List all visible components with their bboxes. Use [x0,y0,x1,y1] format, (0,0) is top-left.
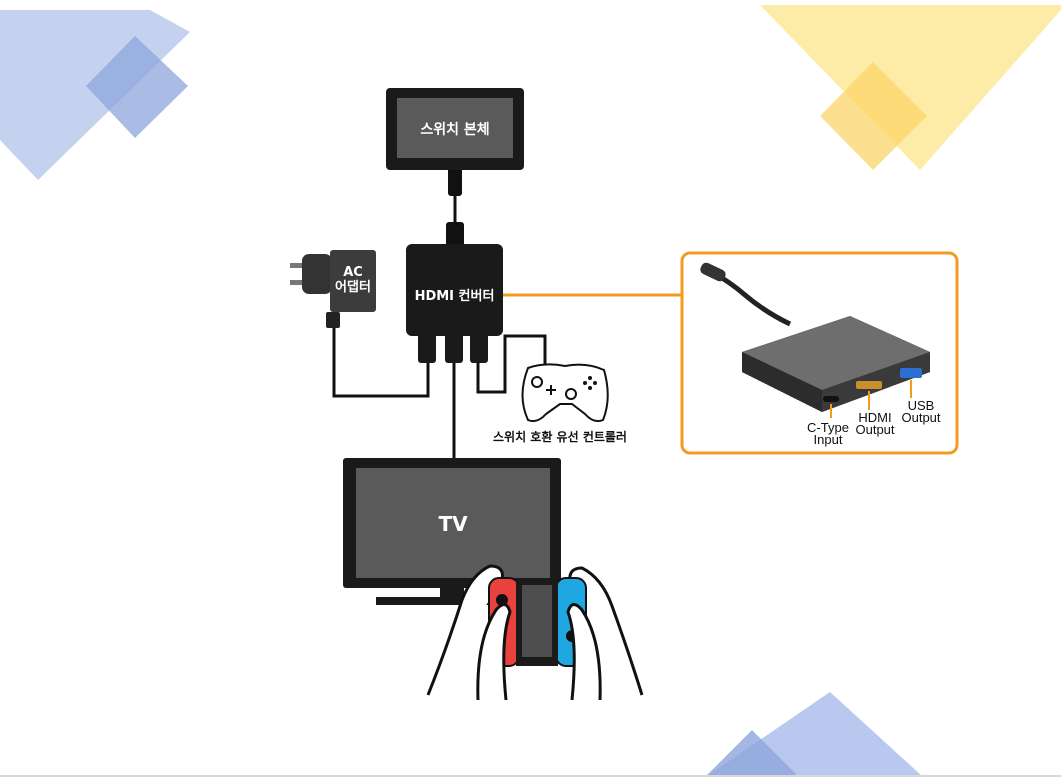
switch-body-label: 스위치 본체 [420,122,490,138]
ac-adapter-label: AC 어댑터 [330,265,376,295]
decor-top-left [0,10,190,180]
usb-output-label: USB Output [896,398,946,425]
ac-adapter-label-line1: AC [343,265,363,280]
hdmi-output-label: HDMI Output [850,410,900,437]
hdmi-line1: HDMI [858,410,892,425]
ac-adapter-label-line2: 어댑터 [335,280,371,295]
usb-line1: USB [907,398,935,413]
switch-handheld [426,564,644,701]
c-type-input-label: C-Type Input [800,420,856,447]
c-type-line2: Input [813,432,843,447]
hdmi-line2: Output [855,422,895,437]
decor-bottom-right [706,692,922,776]
usb-line2: Output [901,410,941,425]
tv [343,458,561,605]
converter-detail-inset [680,251,959,455]
tv-label: TV [438,512,468,536]
c-type-line1: C-Type [807,420,849,435]
hdmi-converter [406,244,503,363]
hdmi-converter-label: HDMI 컨버터 [414,289,495,304]
ac-adapter [290,250,376,328]
switch-body [386,88,524,170]
decor-top-right [760,5,1061,170]
wired-controller [521,363,609,423]
wired-controller-label: 스위치 호환 유선 컨트롤러 [493,430,627,444]
